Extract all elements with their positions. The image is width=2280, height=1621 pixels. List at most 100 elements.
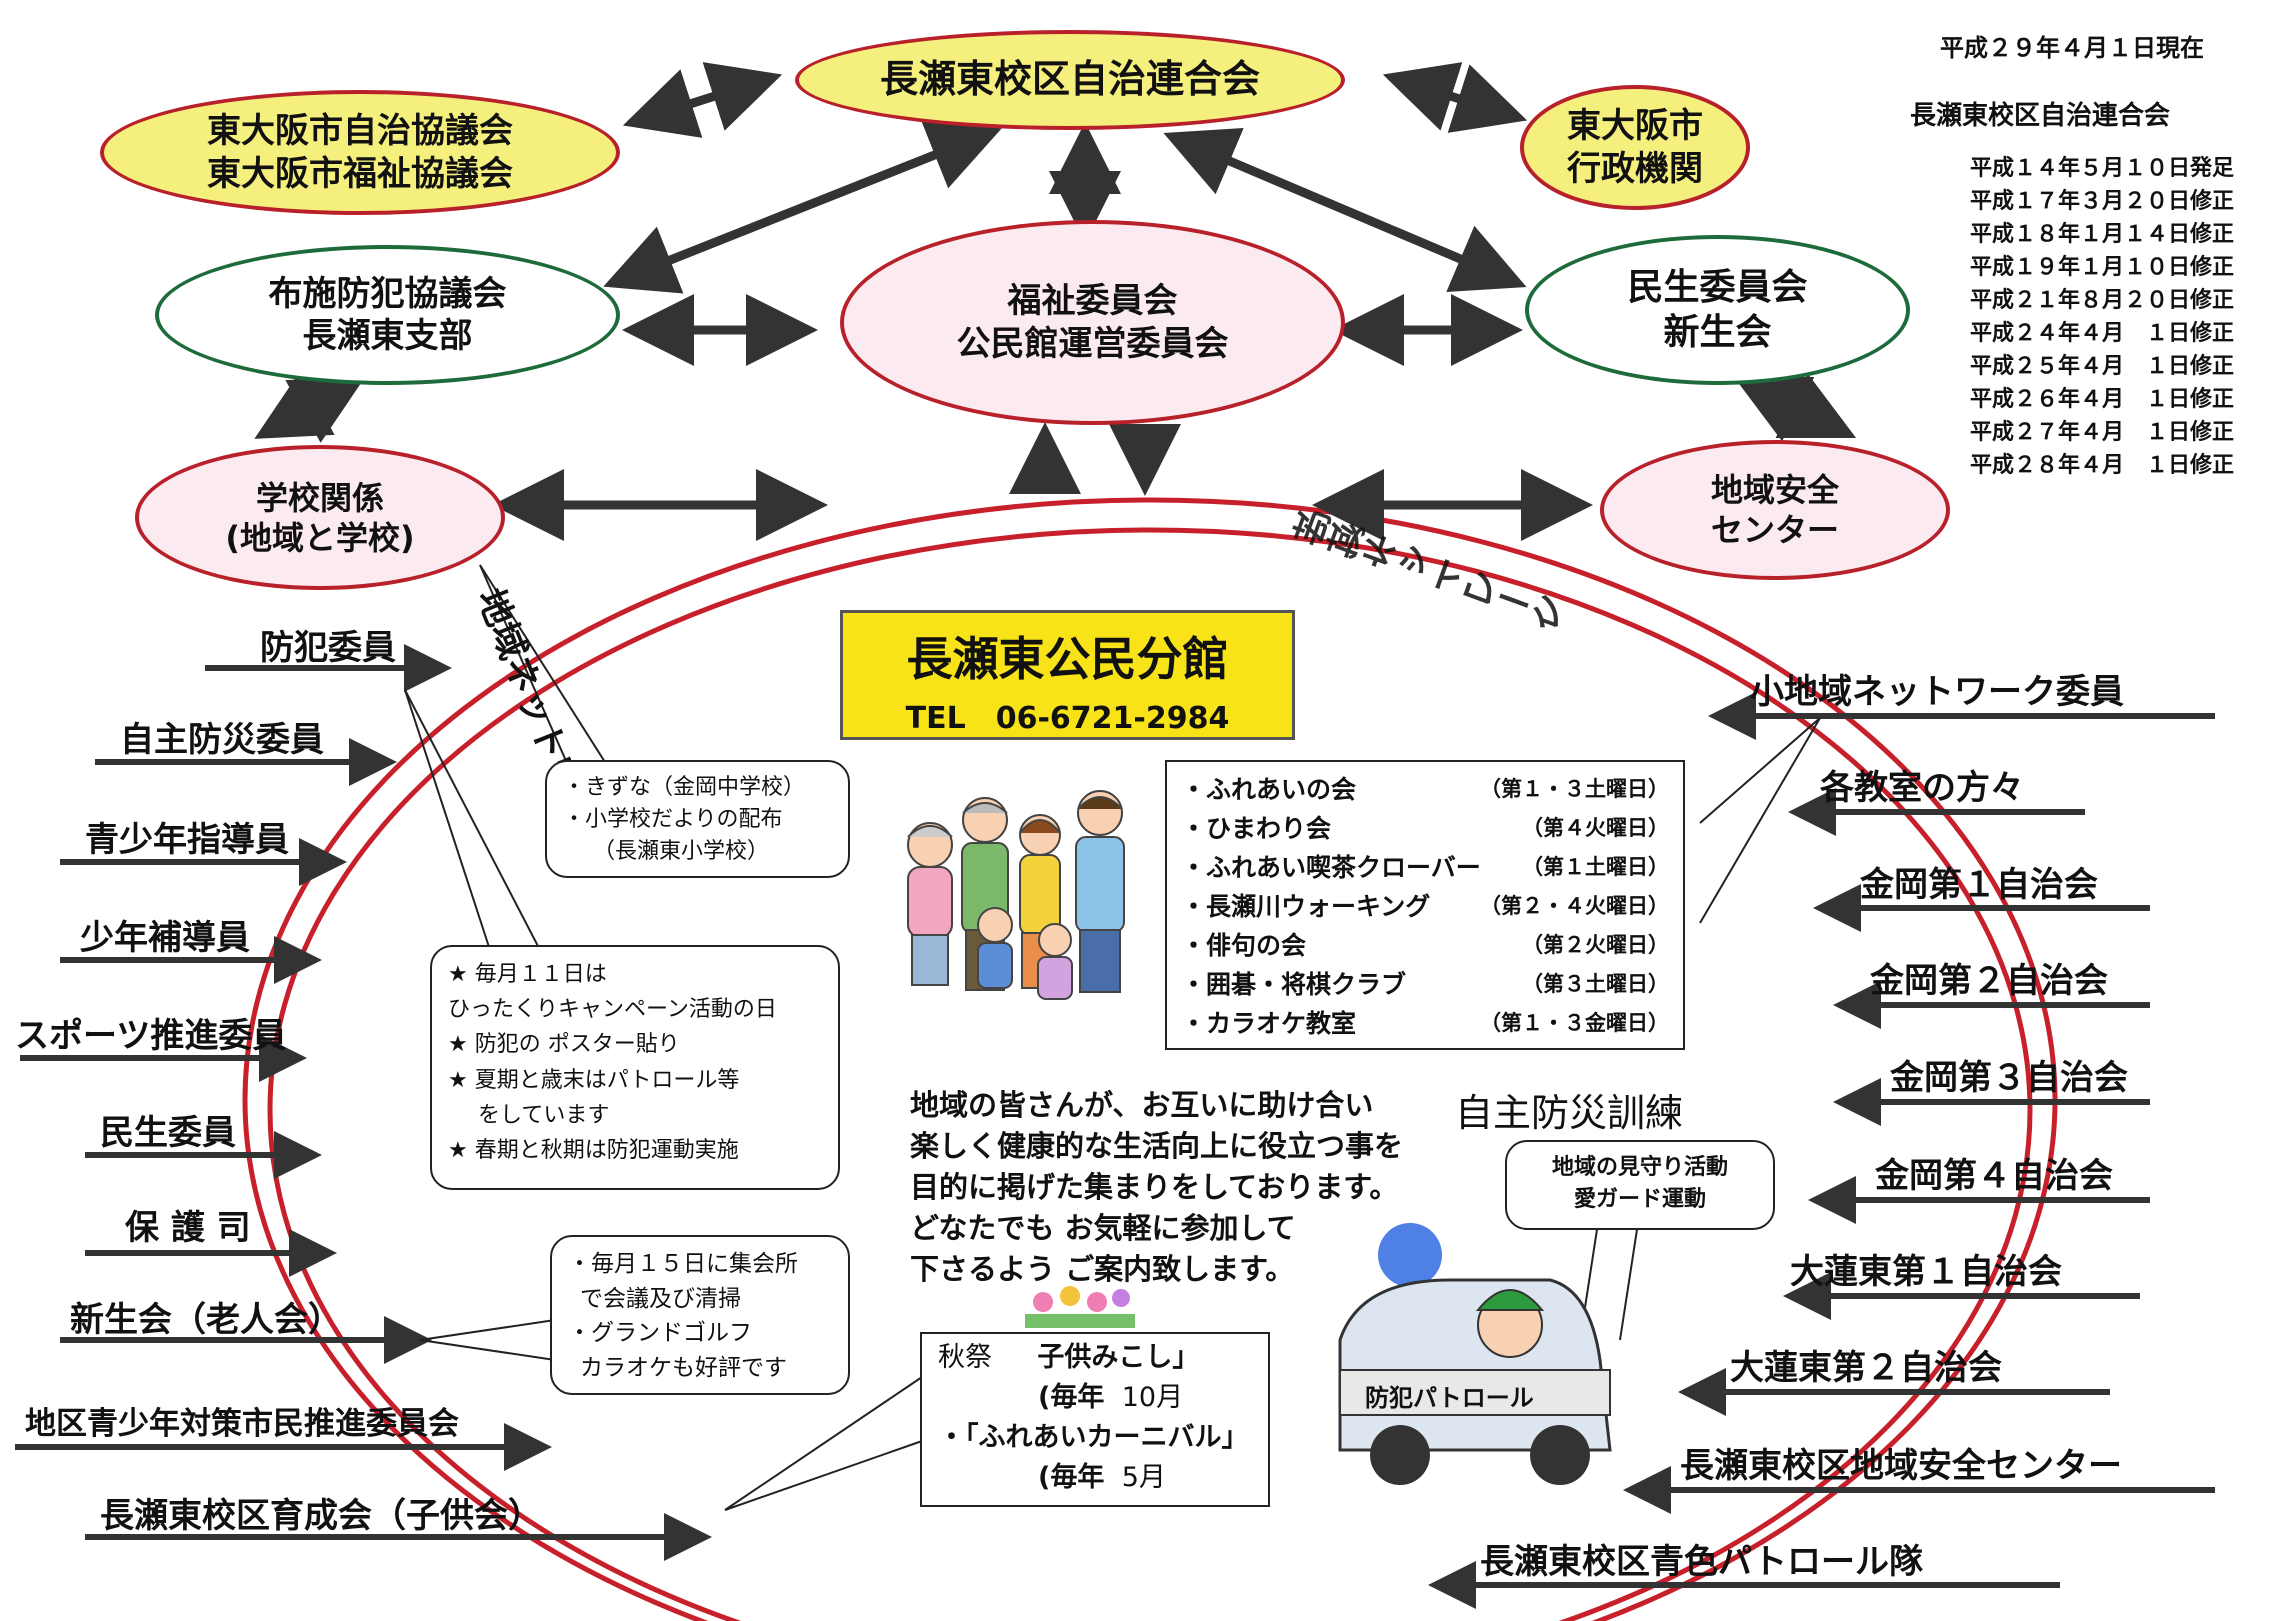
right-label-kanaoka-1: 金岡第１自治会 [1860, 865, 2098, 905]
left-label-disaster: 自主防災委員 [120, 720, 324, 760]
family-member [1075, 790, 1125, 993]
node-line: 行政機関 [1567, 148, 1703, 189]
node-city-government: 東大阪市 行政機関 [1520, 85, 1750, 210]
bubble-line: をしています [478, 1102, 610, 1128]
bubble-line: 地域の見守り活動 [1551, 1155, 1728, 1180]
history-line: 平成１８年１月１４日修正 [1970, 222, 2235, 247]
festival-line: 秋祭 子供みこし」 [938, 1338, 1252, 1378]
festival-month: 10月 [1121, 1382, 1184, 1413]
festival-every-year: (毎年 [1038, 1382, 1105, 1413]
bubble-line: ★ 夏期と歳末はパトロール等 [448, 1067, 740, 1093]
activity-row: ・ふれあいの会 （第１・３土曜日） [1181, 770, 1669, 809]
history-line: 平成２１年８月２０日修正 [1970, 288, 2235, 313]
bubble-line: ・きずな（金岡中学校） [563, 775, 806, 800]
activities-box: ・ふれあいの会 （第１・３土曜日） ・ひまわり会 （第４火曜日） ・ふれあい喫茶… [1165, 760, 1685, 1050]
message-line: 下さるよう ご案内致します。 [910, 1252, 1295, 1286]
festival-box: 秋祭 子供みこし」 (毎年 10月 ・「ふれあいカーニバル」 (毎年 5月 [920, 1332, 1270, 1507]
left-label-juvenile: 少年補導員 [80, 918, 250, 958]
shinseikai-bubble: ・毎月１５日に集会所 で会議及び清掃 ・グランドゴルフ カラオケも好評です [550, 1235, 850, 1395]
left-label-sports: スポーツ推進委員 [15, 1016, 287, 1056]
activity-name: ・ふれあい喫茶クローバー [1181, 853, 1481, 882]
bubble-line: ひったくりキャンペーン活動の日 [448, 997, 777, 1023]
festival-every-year: (毎年 [1038, 1462, 1105, 1493]
left-label-shinseikai: 新生会（老人会） [70, 1300, 342, 1340]
node-line: 長瀬東支部 [302, 316, 473, 356]
center-title-box: 長瀬東公民分館 TEL 06-6721-2984 [840, 610, 1295, 740]
left-label-youth-guidance: 青少年指導員 [85, 820, 289, 860]
bubble-line: ・毎月１５日に集会所 [568, 1251, 798, 1277]
left-label-kodomokai: 長瀬東校区育成会（子供会） [100, 1496, 542, 1536]
left-label-youth-committee: 地区青少年対策市民推進委員会 [25, 1406, 459, 1442]
node-higashiosaka-councils: 東大阪市自治協議会 東大阪市福祉協議会 [100, 90, 620, 215]
activity-row: ・囲碁・将棋クラブ （第３土曜日） [1181, 965, 1669, 1004]
message-line: どなたでも お気軽に参加して [910, 1211, 1296, 1245]
node-welfare-committee: 福祉委員会 公民館運営委員会 [840, 220, 1345, 425]
activity-row: ・ふれあい喫茶クローバー （第１土曜日） [1181, 848, 1669, 887]
message-line: 目的に掲げた集まりをしております。 [910, 1170, 1399, 1204]
bubble-line: ・小学校だよりの配布 [563, 806, 783, 832]
festival-line: (毎年 5月 [938, 1458, 1252, 1498]
network-ring-inner [267, 527, 2033, 1621]
bubble-line: 愛ガード運動 [1573, 1186, 1706, 1212]
family-member [1037, 923, 1073, 1000]
node-minsei-committee: 民生委員会 新生会 [1525, 235, 1910, 385]
message-line: 楽しく健康的な生活向上に役立つ事を [910, 1129, 1404, 1163]
right-label-safety-center: 長瀬東校区地域安全センター [1680, 1446, 2122, 1486]
history-line: 平成２６年４月 １日修正 [1970, 387, 2235, 412]
center-title: 長瀬東公民分館 [906, 632, 1229, 686]
community-message: 地域の皆さんが、お互いに助け合い 楽しく健康的な生活向上に役立つ事を 目的に掲げ… [910, 1085, 1403, 1290]
node-line: 東大阪市 [1567, 106, 1703, 146]
node-federation-label: 長瀬東校区自治連合会 [879, 57, 1260, 102]
as-of-date: 平成２９年４月１日現在 [1940, 34, 2204, 62]
activity-when: （第４火曜日） [1522, 816, 1669, 840]
node-line: センター [1710, 511, 1839, 549]
right-label-blue-patrol: 長瀬東校区青色パトロール隊 [1480, 1542, 1924, 1582]
activity-row: ・カラオケ教室 （第１・３金曜日） [1181, 1004, 1669, 1043]
school-bubble: ・きずな（金岡中学校） ・小学校だよりの配布 （長瀬東小学校） [545, 760, 850, 878]
node-federation: 長瀬東校区自治連合会 [795, 30, 1345, 130]
festival-line: ・「ふれあいカーニバル」 [938, 1422, 1249, 1453]
left-label-minsei: 民生委員 [100, 1113, 236, 1153]
crime-prevention-bubble: ★ 毎月１１日は ひったくりキャンペーン活動の日 ★ 防犯の ポスター貼り ★ … [430, 945, 840, 1190]
activity-when: （第１・３土曜日） [1480, 777, 1669, 801]
node-line: (地域と学校) [225, 518, 415, 557]
org-name: 長瀬東校区自治連合会 [1910, 101, 2171, 131]
message-line: 地域の皆さんが、お互いに助け合い [910, 1088, 1374, 1122]
activity-when: （第１土曜日） [1522, 855, 1669, 879]
node-line: 学校関係 [255, 478, 384, 517]
activity-name: ・囲碁・将棋クラブ [1181, 970, 1407, 999]
bubble-line: ★ 毎月１１日は [448, 962, 607, 987]
flower-icon [1025, 1286, 1135, 1328]
node-line: 東大阪市福祉協議会 [207, 153, 513, 194]
left-label-probation: 保 護 司 [125, 1208, 251, 1248]
patrol-bubble: 地域の見守り活動 愛ガード運動 [1505, 1140, 1775, 1230]
family-illustration [907, 790, 1125, 1000]
bubble-line: ★ 防犯の ポスター貼り [448, 1032, 680, 1058]
activity-name: ・ひまわり会 [1181, 814, 1332, 843]
activity-when: （第１・３金曜日） [1480, 1011, 1669, 1035]
festival-month: 5月 [1121, 1462, 1166, 1493]
festival-autumn: 秋祭 [938, 1342, 992, 1373]
activity-row: ・俳句の会 （第２火曜日） [1181, 926, 1669, 965]
node-line: 地域安全 [1710, 471, 1839, 509]
activity-when: （第２火曜日） [1522, 933, 1669, 957]
node-line: 布施防犯協議会 [268, 273, 507, 314]
history-line: 平成２７年４月 １日修正 [1970, 420, 2235, 445]
history-line: 平成１７年３月２０日修正 [1970, 189, 2235, 214]
right-label-kanaoka-4: 金岡第４自治会 [1875, 1156, 2113, 1196]
history-line: 平成１４年５月１０日発足 [1970, 156, 2235, 181]
left-label-crime-prevention: 防犯委員 [260, 628, 396, 668]
siren-light [1378, 1223, 1442, 1287]
bubble-line: ・グランドゴルフ [568, 1320, 752, 1346]
activity-when: （第３土曜日） [1522, 972, 1669, 996]
activity-when: （第２・４火曜日） [1480, 894, 1669, 918]
node-school-relations: 学校関係 (地域と学校) [135, 445, 505, 590]
family-member [977, 907, 1013, 989]
node-fuse-crime-prevention: 布施防犯協議会 長瀬東支部 [155, 245, 620, 385]
activity-name: ・ふれあいの会 [1181, 775, 1357, 804]
right-label-oohasu-2: 大蓮東第２自治会 [1730, 1348, 2002, 1388]
history-line: 平成２５年４月 １日修正 [1970, 354, 2235, 379]
activity-name: ・俳句の会 [1181, 931, 1307, 960]
right-label-kanaoka-2: 金岡第２自治会 [1870, 961, 2108, 1001]
